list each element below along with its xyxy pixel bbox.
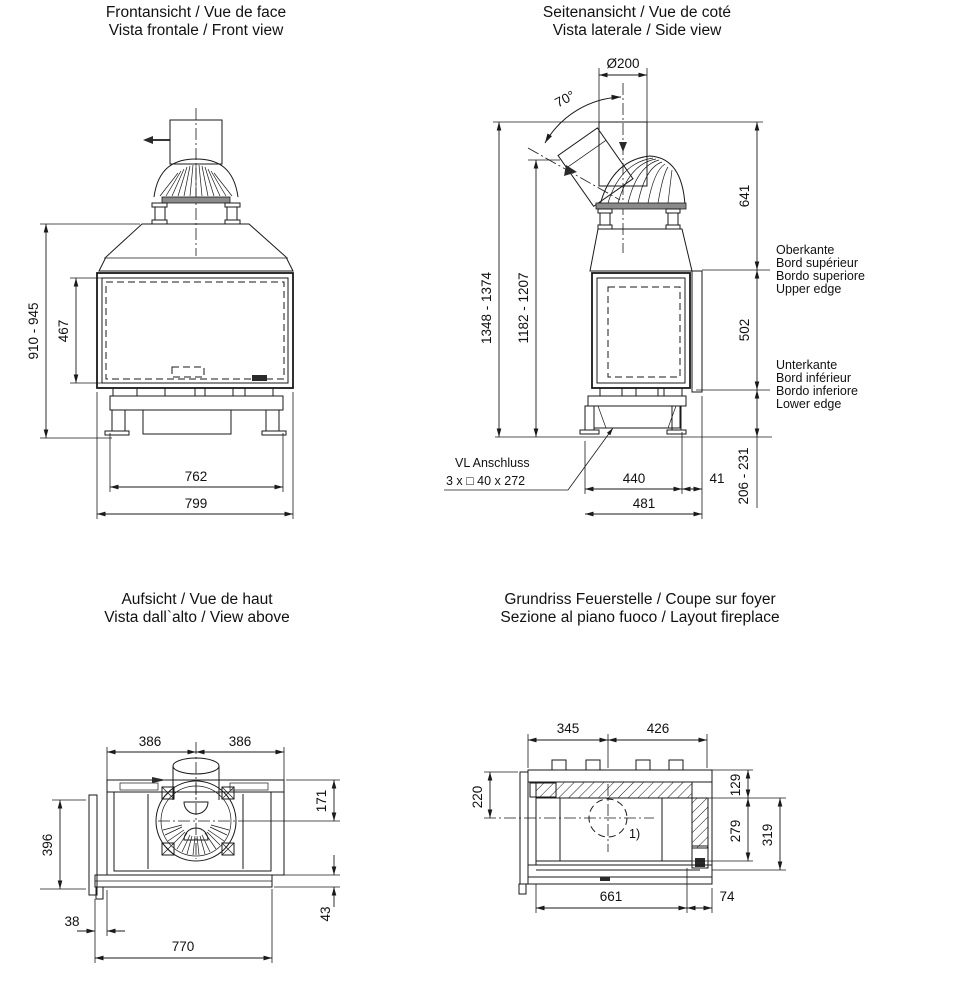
svg-text:Oberkante: Oberkante [776, 243, 834, 257]
dim-top-front-lip: 43 [318, 906, 333, 921]
dim-fireplace-right-width: 426 [647, 721, 670, 736]
dim-side-base-depth: 440 [623, 471, 646, 486]
svg-text:Lower edge: Lower edge [776, 397, 841, 411]
svg-text:Unterkante: Unterkante [776, 358, 837, 372]
front-damper-dome [153, 158, 239, 204]
dim-top-half-right: 386 [229, 734, 252, 749]
fireplace-rear-wall [535, 781, 693, 799]
dim-fireplace-side-wall: 74 [719, 889, 735, 904]
front-door-frame [101, 277, 289, 384]
dim-front-base-width: 762 [185, 469, 208, 484]
dim-side-top-to-upper-edge: 641 [737, 185, 752, 208]
dim-top-flue-depth: 171 [314, 790, 329, 813]
front-firebox [96, 272, 294, 389]
top-damper-fan [155, 780, 240, 862]
dim-side-flue-angle: 70° [552, 88, 577, 111]
svg-text:Bordo inferiore: Bordo inferiore [776, 384, 858, 398]
side-base [579, 387, 687, 435]
fireplace-chamber [528, 782, 712, 881]
side-door-frame [596, 277, 686, 384]
side-door-edge [691, 270, 703, 393]
fireplace-title-line1: Grundriss Feuerstelle / Coupe sur foyer [504, 591, 775, 608]
dim-fireplace-front-to-center: 220 [470, 786, 485, 809]
dim-top-side-offset: 38 [64, 914, 79, 929]
top-corner-brackets [161, 786, 235, 856]
svg-text:VL Anschluss: VL Anschluss [455, 456, 530, 470]
side-damper-dome [595, 155, 687, 230]
svg-text:Upper edge: Upper edge [776, 282, 841, 296]
front-hood [98, 223, 294, 272]
front-flue-pipe [169, 119, 223, 165]
dim-side-flue-diameter: Ø200 [606, 56, 639, 71]
dim-top-half-left: 386 [139, 734, 162, 749]
top-title-line1: Aufsicht / Vue de haut [121, 591, 273, 608]
dim-side-tilted-height: 1182 - 1207 [516, 272, 531, 343]
svg-text:3 x □ 40 x 272: 3 x □ 40 x 272 [446, 474, 525, 488]
side-title-line2: Vista laterale / Side view [553, 22, 722, 39]
dim-side-upper-to-lower-edge: 502 [737, 319, 752, 342]
dim-fireplace-rear-wall: 129 [728, 774, 743, 797]
side-firebox [591, 272, 691, 389]
vl-connection-callout: VL Anschluss 3 x □ 40 x 272 [444, 427, 614, 491]
dim-front-overall-height: 910 - 945 [26, 302, 41, 359]
dim-fireplace-left-width: 345 [557, 721, 580, 736]
fireplace-castellations [551, 759, 684, 771]
dim-side-door-offset: 41 [709, 471, 724, 486]
dim-fireplace-inner-depth: 319 [760, 824, 775, 847]
dim-front-overall-width: 799 [185, 496, 208, 511]
svg-text:Bord inférieur: Bord inférieur [776, 371, 851, 385]
dim-side-overall-depth: 481 [633, 496, 656, 511]
front-plate [171, 366, 205, 378]
upper-edge-label: Oberkante Bord supérieur Bordo superiore… [776, 243, 865, 296]
front-view: Frontansicht / Vue de face Vista frontal… [26, 4, 294, 519]
side-hood [589, 228, 693, 272]
top-title-line2: Vista dall`alto / View above [104, 609, 290, 626]
side-angle-arc [544, 94, 622, 144]
dim-front-glass-height: 467 [56, 320, 71, 343]
top-door-edge [88, 794, 98, 896]
fireplace-flue-circle: 1) [484, 784, 654, 852]
dim-side-lower-edge-to-floor: 206 - 231 [736, 447, 751, 504]
dim-side-overall-height: 1348 - 1374 [479, 271, 494, 344]
dim-fireplace-inner-width: 661 [600, 889, 623, 904]
fireplace-title-line2: Sezione al piano fuoco / Layout fireplac… [500, 609, 779, 626]
side-glass [607, 286, 681, 378]
front-glass [105, 281, 285, 380]
front-base [104, 395, 287, 436]
fireplace-layout-view: Grundriss Feuerstelle / Coupe sur foyer … [470, 591, 786, 913]
fireplace-left-wall [519, 771, 529, 885]
svg-text:Bord supérieur: Bord supérieur [776, 256, 858, 270]
dim-fireplace-chamber-depth: 279 [728, 820, 743, 843]
front-door-handle [252, 375, 267, 381]
dim-top-depth: 396 [40, 834, 55, 857]
svg-text:Bordo superiore: Bordo superiore [776, 269, 865, 283]
front-support-tabs [112, 387, 274, 397]
front-title-line1: Frontansicht / Vue de face [106, 4, 286, 21]
front-title-line2: Vista frontale / Front view [109, 22, 284, 39]
side-title-line1: Seitenansicht / Vue de coté [543, 4, 731, 21]
top-view: Aufsicht / Vue de haut Vista dall`alto /… [40, 591, 340, 963]
fireplace-right-wall [691, 797, 709, 849]
fireplace-left-box [529, 782, 557, 798]
fireplace-footnote: 1) [629, 827, 640, 841]
dim-top-overall-width: 770 [172, 939, 195, 954]
front-damper-handle [143, 136, 170, 144]
lower-edge-label: Unterkante Bord inférieur Bordo inferior… [776, 358, 858, 411]
side-view: Seitenansicht / Vue de coté Vista latera… [444, 4, 865, 519]
top-airflow-arrow [152, 777, 166, 783]
